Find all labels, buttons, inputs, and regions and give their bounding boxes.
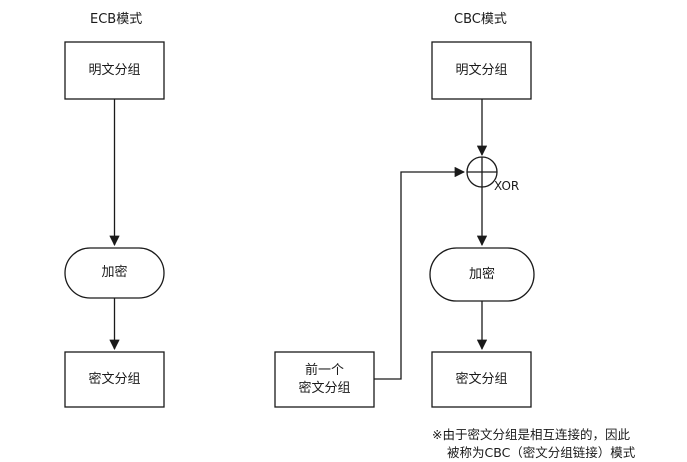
prev-ciphertext-line1: 前一个 (304, 362, 344, 378)
cbc-title: CBC模式 (454, 12, 507, 27)
prev-ciphertext-label: 前一个 密文分组 (275, 352, 374, 407)
ecb-plaintext-box (64, 41, 165, 100)
ecb-ciphertext-label: 密文分组 (88, 371, 141, 387)
ecb-encrypt-label: 加密 (101, 265, 128, 280)
note-line2: 被称为CBC（密文分组链接）模式 (447, 445, 636, 460)
cbc-plaintext-label: 明文分组 (455, 62, 508, 78)
xor-label: XOR (494, 179, 520, 193)
cbc-encrypt-label: 加密 (468, 266, 495, 282)
ecb-ciphertext-box (64, 351, 165, 408)
cbc-plaintext-box (431, 41, 532, 100)
prev-ciphertext-box (274, 351, 375, 408)
ecb-title: ECB模式 (90, 12, 143, 27)
cbc-ciphertext-label: 密文分组 (455, 371, 508, 387)
note-line1: ※由于密文分组是相互连接的，因此 (432, 427, 630, 442)
ecb-plaintext-label: 明文分组 (88, 62, 141, 78)
prev-ciphertext-feedback-arrow (374, 166, 466, 380)
xor-symbol (466, 156, 498, 188)
prev-ciphertext-line2: 密文分组 (298, 380, 351, 396)
cbc-ciphertext-box (431, 351, 532, 408)
